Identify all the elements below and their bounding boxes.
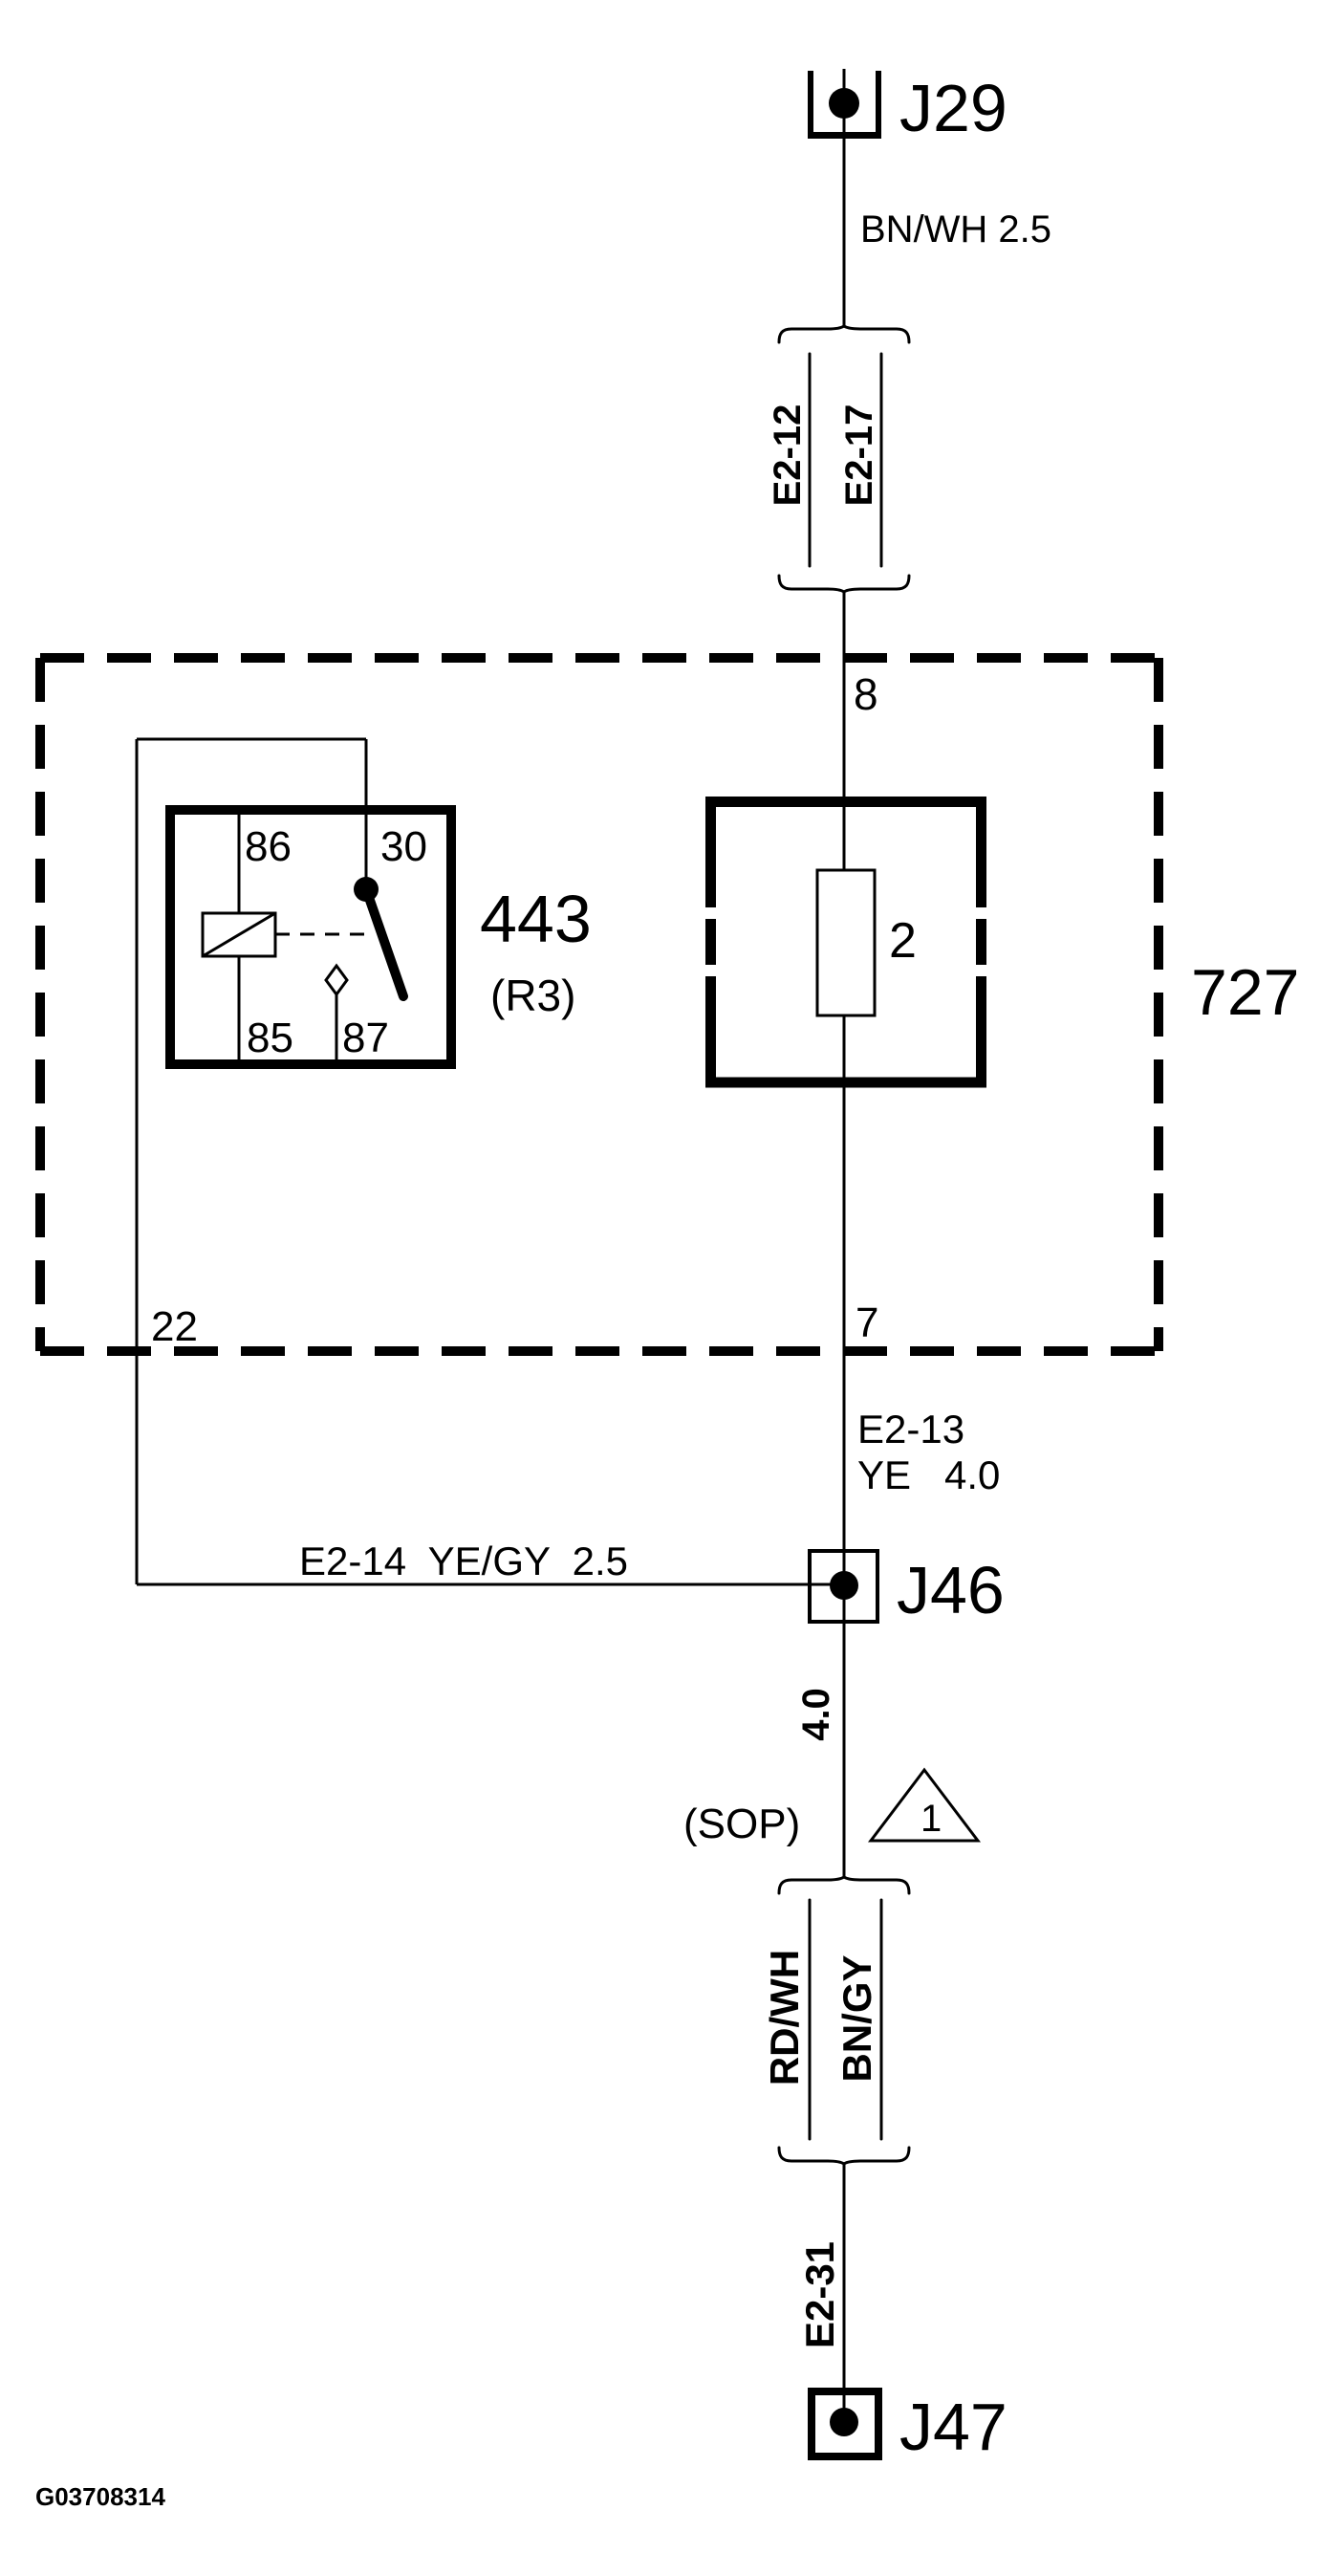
relay-switch-arm-icon [361, 884, 408, 1001]
pin-7-label: 7 [856, 1299, 879, 1346]
wire-color-top-label: BN/WH 2.5 [860, 208, 1052, 251]
splice-top-left-label: E2-12 [767, 404, 809, 507]
pin-8-label: 8 [854, 669, 878, 719]
relay-pin-86-label: 86 [245, 823, 292, 870]
connector-j47-symbol [808, 2388, 882, 2460]
wire-left-branch [135, 737, 844, 1586]
triangle-note-label: 1 [921, 1798, 942, 1840]
junction-dot-icon [830, 2408, 858, 2436]
relay-443-symbol [165, 805, 456, 1069]
brace-up-icon [777, 324, 911, 344]
wire-e2-31-label: E2-31 [797, 2240, 842, 2349]
wire-gauge-label: 4.0 [795, 1688, 837, 1741]
brace-up-icon [777, 1875, 911, 1895]
brace-down-icon [777, 2146, 911, 2166]
splice-top-symbol [777, 324, 911, 594]
fuse-2-symbol [705, 797, 986, 1088]
relay-pin-30-label: 30 [380, 823, 427, 870]
connector-j46-label: J46 [897, 1553, 1005, 1627]
splice-bottom-left-label: RD/WH [762, 1949, 807, 2086]
connector-j46-symbol [808, 1549, 879, 1624]
wire-e2-13-color-label: YE 4.0 [857, 1452, 1001, 1497]
brace-down-icon [777, 574, 911, 594]
connector-j47-label: J47 [899, 2390, 1007, 2464]
figure-code-label: G03708314 [35, 2482, 165, 2511]
relay-name-label: (R3) [490, 971, 576, 1020]
sop-note-label: (SOP) [683, 1801, 801, 1847]
wire-e2-14-label: E2-14 YE/GY 2.5 [299, 1539, 628, 1583]
fuse-element-icon [815, 868, 877, 1017]
splice-bottom-symbol [777, 1875, 911, 2166]
relay-pin-85-label: 85 [247, 1015, 293, 1061]
wire-e2-13-label: E2-13 [857, 1407, 965, 1452]
connector-j29-label: J29 [899, 71, 1007, 145]
splice-bottom-right-label: BN/GY [834, 1954, 879, 2083]
splice-top-right-label: E2-17 [838, 404, 880, 507]
relay-contact-diamond-icon [324, 963, 349, 997]
component-727-box [35, 653, 1163, 1356]
fuse-number-label: 2 [889, 913, 917, 969]
component-727-label: 727 [1191, 956, 1300, 1029]
junction-dot-icon [829, 88, 859, 119]
relay-pin-87-label: 87 [342, 1015, 389, 1061]
pin-22-label: 22 [151, 1303, 198, 1350]
junction-dot-icon [830, 1571, 858, 1600]
relay-id-label: 443 [480, 882, 592, 956]
connector-j29-symbol [808, 71, 881, 139]
triangle-note-icon [867, 1767, 982, 1843]
